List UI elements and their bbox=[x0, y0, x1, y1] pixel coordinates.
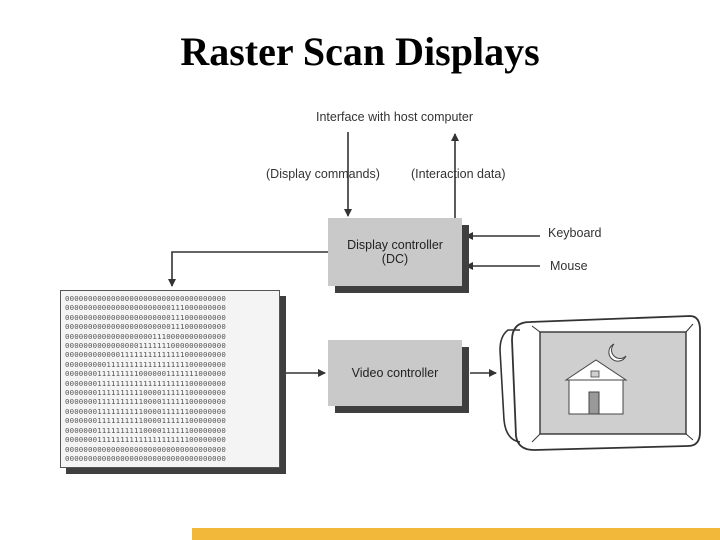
monitor-icon bbox=[499, 315, 701, 451]
frame-buffer-row: 00000000000000000001110000000000000 bbox=[65, 331, 226, 341]
frame-buffer-row: 00000001111111111111111111100000000 bbox=[65, 435, 226, 445]
frame-buffer-row: 00000000011111111111111111100000000 bbox=[65, 359, 226, 369]
frame-buffer-row: 00000001111111111000011111100000000 bbox=[65, 425, 226, 435]
frame-buffer-row: 00000000000000000000000000000000000 bbox=[65, 444, 226, 454]
frame-buffer-row: 00000001111111111000011111100000000 bbox=[65, 416, 226, 426]
video-controller-box: Video controller bbox=[328, 340, 462, 406]
frame-buffer-row: 00000000000011111111111111000000000 bbox=[65, 350, 226, 360]
frame-buffer-row: 00000000000000000000000111000000000 bbox=[65, 303, 226, 313]
display-controller-abbrev: (DC) bbox=[381, 252, 409, 266]
display-commands-label: (Display commands) bbox=[266, 167, 380, 181]
interaction-data-label: (Interaction data) bbox=[411, 167, 506, 181]
keyboard-label: Keyboard bbox=[548, 226, 602, 240]
accent-bar bbox=[192, 528, 720, 540]
dc-to-frame-buffer-arrow bbox=[168, 251, 328, 287]
frame-buffer-row: 00000000000000000000000111000000000 bbox=[65, 322, 226, 332]
display-controller-box: Display controller (DC) bbox=[328, 218, 462, 286]
video-controller-label: Video controller bbox=[351, 366, 439, 380]
display-controller-label: Display controller bbox=[347, 238, 443, 252]
frame-buffer-row: 00000001111111111000011111100000000 bbox=[65, 397, 226, 407]
interface-label: Interface with host computer bbox=[316, 110, 474, 124]
page-title: Raster Scan Displays bbox=[180, 29, 540, 74]
frame-buffer-row: 00000000000000000000000000000000000 bbox=[65, 294, 226, 303]
frame-buffer-row: 00000000000000000000000111000000000 bbox=[65, 312, 226, 322]
mouse-label: Mouse bbox=[550, 259, 588, 273]
frame-buffer-row: 00000001111111111111111111100000000 bbox=[65, 378, 226, 388]
frame-buffer-row: 00000000000000001111111000000000000 bbox=[65, 341, 226, 351]
frame-buffer-row: 00000001111111110000001111111000000 bbox=[65, 369, 226, 379]
frame-buffer-row: 00000001111111111000011111100000000 bbox=[65, 388, 226, 398]
frame-buffer-row: 00000000000000000000000000000000000 bbox=[65, 453, 226, 463]
frame-buffer-row: 00000001111111111000011111100000000 bbox=[65, 406, 226, 416]
